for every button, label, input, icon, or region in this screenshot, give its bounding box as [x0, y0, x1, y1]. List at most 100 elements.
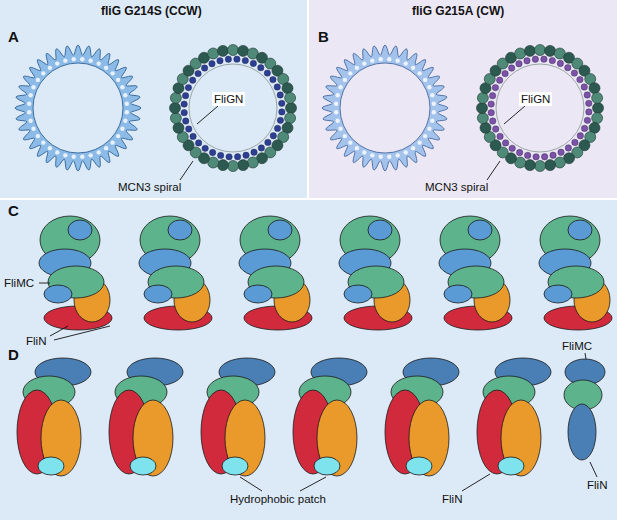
ring-hole — [335, 93, 339, 97]
fligN-subunit — [243, 152, 249, 158]
fligN-subunit — [584, 92, 590, 98]
fligN-subunit — [242, 57, 248, 63]
fligN-subunit — [209, 149, 215, 155]
fligN-subunit — [490, 118, 496, 124]
ring-hole — [120, 85, 124, 89]
mcn3-subunit — [477, 103, 488, 114]
ring-hole — [28, 118, 32, 122]
ring-hole — [430, 118, 434, 122]
mcn3-subunit — [247, 157, 258, 168]
ring-hole — [120, 127, 124, 131]
ring-hole — [395, 58, 399, 62]
helix-side-view — [39, 216, 612, 330]
mcn3-subunit — [285, 113, 296, 124]
fligN-subunit — [586, 109, 592, 115]
mcn3-subunit — [554, 157, 565, 168]
panel-cd-ground — [0, 200, 617, 520]
fligN-subunit — [234, 56, 240, 62]
fligN-subunit — [508, 65, 514, 71]
fligN-subunit — [492, 84, 498, 90]
part-label: MCN3 spiral — [116, 180, 183, 194]
ring-hole — [427, 85, 431, 89]
leader-line — [240, 477, 262, 491]
ring-hole — [27, 102, 31, 106]
helix-unit — [439, 216, 512, 330]
ring-hole — [404, 150, 408, 154]
mcn3-subunit — [170, 103, 181, 114]
ring-hole — [116, 78, 120, 82]
fligN-subunit — [225, 56, 231, 62]
leader-line — [39, 283, 50, 284]
ring-hole — [417, 140, 421, 144]
fligN-subunit — [557, 60, 563, 66]
ring-hole — [97, 150, 101, 154]
fligN-subunit — [185, 84, 191, 90]
helix-unit — [477, 358, 551, 476]
part-label: FliGN — [519, 92, 552, 106]
ring-hole — [334, 102, 338, 106]
ring-hole — [125, 102, 129, 106]
ring-hole — [404, 61, 408, 65]
fligN-subunit — [550, 152, 556, 158]
fligN-subunit — [584, 117, 590, 123]
mcn3-subunit — [592, 113, 603, 124]
mcn3-subunit — [592, 92, 603, 103]
ring-hole — [55, 150, 59, 154]
panel-b-ground — [309, 0, 617, 198]
fligN-subunit — [258, 145, 264, 151]
helix-unit — [39, 216, 112, 330]
fligN-subunit — [270, 133, 276, 139]
ring-hole — [72, 57, 76, 61]
part-label: FliN — [440, 492, 464, 506]
mcn3-subunit — [173, 122, 184, 133]
mcn3-subunit — [477, 92, 488, 103]
helix-unit — [17, 358, 91, 476]
fligN-subunit — [516, 61, 522, 67]
mcn3-subunit — [589, 83, 600, 94]
mcn3-subunit — [208, 48, 219, 59]
fligN-subunit — [274, 125, 280, 131]
protein-surface — [130, 457, 156, 475]
panel-title: fliG G215A (CW) — [410, 4, 506, 18]
protein-surface — [168, 220, 192, 240]
fligN-subunit — [186, 126, 192, 132]
protein-surface — [544, 285, 572, 303]
ring-hole — [88, 58, 92, 62]
ring-hole — [80, 57, 84, 61]
leader-line — [487, 161, 500, 180]
ring-hole — [430, 93, 434, 97]
fligN-subunit — [516, 149, 522, 155]
ring-hole — [36, 78, 40, 82]
fligN-subunit — [532, 56, 538, 62]
ring-hole — [36, 134, 40, 138]
leader-line — [197, 106, 218, 124]
protein-surface — [268, 220, 292, 240]
mcn3-subunit — [480, 122, 491, 133]
fligN-subunit — [195, 70, 201, 76]
fligN-subunit — [565, 64, 571, 70]
ring-hole — [123, 93, 127, 97]
part-label: FliN — [24, 334, 48, 348]
fligN-subunit — [181, 101, 187, 107]
ring-hole — [417, 71, 421, 75]
protein-surface — [444, 285, 472, 303]
leader-line — [590, 462, 597, 477]
ring-hole — [411, 66, 415, 70]
fligN-subunit — [586, 100, 592, 106]
fligN-subunit — [541, 56, 547, 62]
fligN-subunit — [265, 139, 271, 145]
mcn3-subunit — [515, 48, 526, 59]
protein-surface — [314, 457, 340, 475]
ring-hole — [48, 146, 52, 150]
protein-surface — [568, 404, 596, 460]
leader-line — [54, 326, 110, 340]
fligN-subunit — [488, 101, 494, 107]
ring-group — [15, 45, 604, 172]
ring-hole — [31, 127, 35, 131]
mcn3-subunit — [286, 103, 297, 114]
fligN-subunit — [571, 70, 577, 76]
ring-hole — [338, 85, 342, 89]
ring-hole — [335, 118, 339, 122]
rotor-ring-surface — [15, 45, 141, 171]
